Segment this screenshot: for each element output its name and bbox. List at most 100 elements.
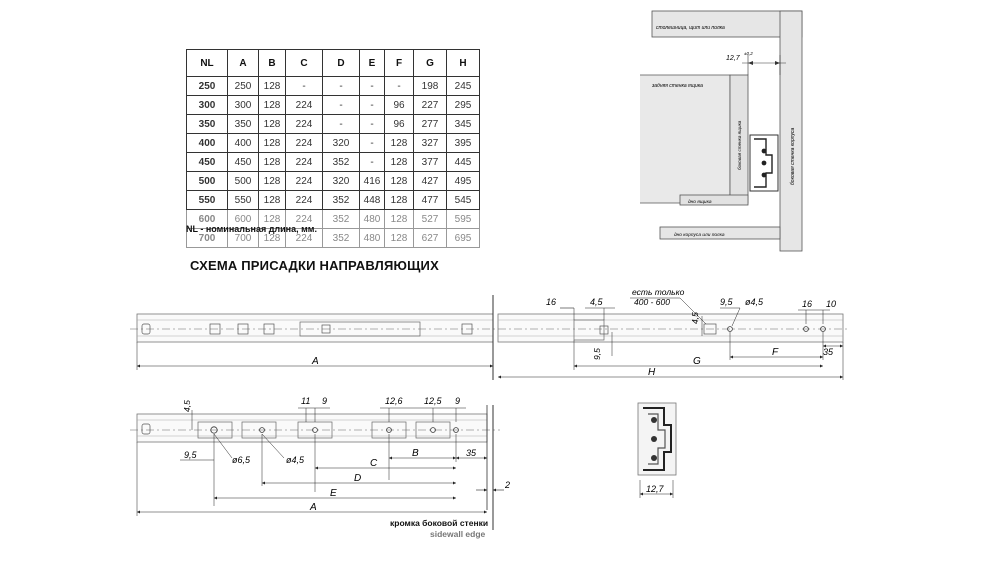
table-cell: 227 [413,95,447,115]
drawer-back-label: задняя стенка ящика [651,83,703,89]
dim-9-5-b: 9,5 [184,450,198,460]
table-cell: 224 [285,228,323,248]
col-header: H [446,49,480,77]
drawer-bottom [679,194,749,206]
table-cell: 198 [413,76,447,96]
dim-A-b: A [309,502,317,513]
table-cell: 527 [413,209,447,229]
cabinet-side [779,10,803,252]
table-cell: - [359,152,385,172]
table-cell: 416 [359,171,385,191]
table-cell: 327 [413,133,447,153]
table-cell: - [359,114,385,134]
table-cell: 448 [359,190,385,210]
dim-4-5-vertical-b: 4,5 [182,400,192,412]
installation-diagram: столешница, щит или полка боковая стенка… [640,10,803,252]
table-cell: 377 [413,152,447,172]
table-cell: 352 [322,228,360,248]
dim-G: G [693,356,701,367]
table-cell: 627 [413,228,447,248]
table-cell: 350 [227,114,259,134]
table-cell: 128 [258,76,286,96]
table-cell: 427 [413,171,447,191]
dim-H: H [648,367,656,378]
table-cell: 400 [227,133,259,153]
sidewall-edge-label-en: sidewall edge [430,529,486,539]
nominal-length-cell: 450 [186,152,228,172]
only-note: есть только [632,287,685,297]
table-cell: 480 [359,228,385,248]
col-header: NL [186,49,228,77]
table-cell: 480 [359,209,385,229]
dim-11: 11 [301,396,310,406]
table-cell: 450 [227,152,259,172]
table-cell: 128 [384,152,414,172]
col-header: F [384,49,414,77]
table-cell: - [359,133,385,153]
table-cell: 128 [258,95,286,115]
table-cell: 250 [227,76,259,96]
table-cell: 128 [384,133,414,153]
table-cell: 545 [446,190,480,210]
table-cell: 128 [258,228,286,248]
table-cell: 128 [258,152,286,172]
table-header-row: NL A B C D E F G H [186,49,480,77]
drawer-side-label: боковая стенка ящика [737,120,742,170]
dim-4-5-vertical: 4,5 [690,312,700,324]
table-cell: 128 [384,171,414,191]
drawer-bottom-label: дно ящика [688,199,712,205]
countertop-label: столешница, щит или полка [656,25,725,31]
dim-9-5-vertical: 9,5 [592,348,602,360]
table-cell: 128 [384,209,414,229]
dim-35: 35 [823,347,834,357]
nominal-length-cell: 350 [186,114,228,134]
dim-10: 10 [826,299,836,309]
table-cell: - [384,76,414,96]
dim-12-6: 12,6 [385,396,403,406]
table-cell: 695 [446,228,480,248]
dim-2: 2 [504,480,510,490]
table-cell: 352 [322,209,360,229]
table-cell: - [359,95,385,115]
rail-profile: 12,7 [637,402,677,498]
only-range: 400 - 600 [634,297,670,307]
table-cell: 224 [285,95,323,115]
table-cell: 128 [258,133,286,153]
dim-12-5: 12,5 [424,396,443,406]
dim-9a: 9 [322,396,327,406]
nominal-length-cell: 550 [186,190,228,210]
bottom-rail-drawing: 4,5 11 9 12,6 12,5 9 9,5 ø6,5 ø4,5 B 35 … [130,396,510,530]
drawer-back [640,74,731,204]
table-cell: 477 [413,190,447,210]
table-cell: 295 [446,95,480,115]
drilling-scheme: 16 4,5 есть только 400 - 600 9,5 ø4,5 16… [130,287,850,530]
dim-35-b: 35 [466,448,477,458]
table-cell: 550 [227,190,259,210]
nominal-length-cell: 400 [186,133,228,153]
cabinet-bottom [659,226,781,240]
top-rail-drawing: 16 4,5 есть только 400 - 600 9,5 ø4,5 16… [130,287,850,380]
dim-dia-4-5: ø4,5 [745,297,764,307]
table-cell: 595 [446,209,480,229]
dim-dia-6-5: ø6,5 [232,455,251,465]
dim-dia-4-5-b: ø4,5 [286,455,305,465]
table-cell: 224 [285,114,323,134]
table-cell: 500 [227,171,259,191]
dim-E: E [330,488,337,499]
nominal-length-cell: 300 [186,95,228,115]
nominal-length-cell: 250 [186,76,228,96]
dim-4-5: 4,5 [590,297,604,307]
table-cell: 128 [384,228,414,248]
cabinet-bottom-label: дно корпуса или полка [674,232,725,238]
cabinet-side-label: боковая стенка корпуса [790,128,796,185]
table-cell: 345 [446,114,480,134]
dim-C: C [370,458,378,469]
table-cell: - [322,95,360,115]
table-cell: 352 [322,190,360,210]
dim-16: 16 [546,297,556,307]
